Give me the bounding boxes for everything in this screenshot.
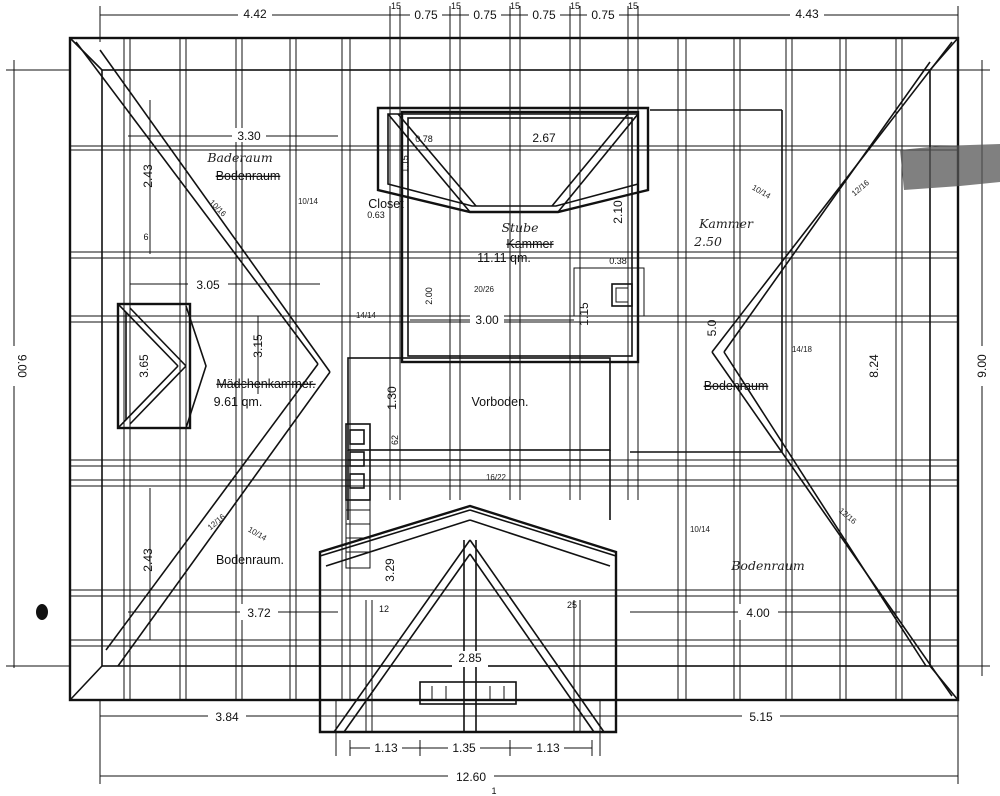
bottom-dormer: [318, 504, 618, 734]
room-stube-area: 11.11 qm.: [477, 251, 531, 265]
dim-left-height: 9.00: [15, 354, 29, 378]
dim-top-15-2: 15: [451, 1, 461, 11]
dim-305: 3.05: [196, 278, 220, 292]
dim-300: 3.00: [475, 313, 499, 327]
dim-25: 25: [567, 600, 577, 610]
dim-130: 1.30: [385, 386, 399, 410]
room-kammer-center: Kammer: [506, 237, 553, 251]
central-walls: [347, 109, 783, 520]
dim-243-bottom: 2.43: [141, 548, 155, 572]
left-dormer: [116, 302, 207, 430]
dim-top-075-3: 0.75: [532, 8, 556, 22]
dim-top-15-5: 15: [628, 1, 638, 11]
dim-top-075-2: 0.75: [473, 8, 497, 22]
room-closet: Closet: [368, 197, 404, 211]
top-dimension-chain: 4.42 15 0.75 15 0.75 15 0.75 15 0.75 15 …: [99, 1, 959, 42]
hip-rafters: [75, 41, 953, 697]
dim-62: 62: [390, 435, 400, 445]
dim-329: 3.29: [383, 558, 397, 582]
dim-gable-right: 1.13: [536, 741, 560, 755]
rafter-grid-horizontal: [70, 145, 958, 647]
beam-1216a: 12/16: [850, 178, 872, 198]
dim-gable-center: 1.35: [452, 741, 476, 755]
dim-bottom-left: 3.84: [215, 710, 239, 724]
dim-330: 3.30: [237, 129, 261, 143]
room-stube: Stube: [501, 220, 538, 235]
beam-labels: 10/16 10/14 20/26 14/14 10/14 12/16 14/1…: [206, 178, 872, 543]
room-maedchenkammer: Mädchenkammer.: [216, 377, 315, 391]
chimney-stack: [345, 423, 371, 569]
beam-1622: 16/22: [486, 473, 507, 482]
dim-115: 1.15: [400, 155, 410, 173]
beam-1014a: 10/14: [298, 197, 319, 206]
page-number: 1: [491, 786, 496, 796]
dim-overall-width: 12.60: [456, 770, 486, 784]
room-kammer-east: Kammer: [698, 216, 754, 231]
dim-285: 2.85: [458, 651, 482, 665]
dim-200: 2.00: [424, 287, 434, 305]
dim-top-075-4: 0.75: [591, 8, 615, 22]
dim-top-15-1: 15: [391, 1, 401, 11]
dim-267: 2.67: [532, 131, 556, 145]
dim-bottom-right: 5.15: [749, 710, 773, 724]
beam-1014c: 10/14: [246, 525, 268, 543]
dim-115b: 1.15: [577, 302, 591, 326]
dim-top-075-1: 0.75: [414, 8, 438, 22]
room-vorboden: Vorboden.: [472, 395, 529, 409]
dim-038: 0.38: [609, 256, 627, 266]
dim-372: 3.72: [247, 606, 271, 620]
beam-1014b: 10/14: [750, 183, 772, 201]
top-dormer: [376, 106, 650, 214]
dim-824: 8.24: [867, 354, 881, 378]
dim-243-top: 2.43: [141, 164, 155, 188]
dim-365: 3.65: [137, 354, 151, 378]
beam-1418: 14/18: [792, 345, 813, 354]
room-bodenraum-se: Bodenraum: [730, 558, 805, 573]
room-maedchen-area: 9.61 qm.: [214, 395, 263, 409]
dim-210: 2.10: [611, 200, 625, 224]
side-dimensions: 9.00 9.00: [4, 60, 992, 676]
room-bodenraum-sw: Bodenraum.: [216, 553, 284, 567]
paper-stains: [36, 144, 1000, 620]
dim-right-height: 9.00: [975, 354, 989, 378]
dim-400: 4.00: [746, 606, 770, 620]
dim-12: 12: [379, 604, 389, 614]
beam-2026: 20/26: [474, 285, 495, 294]
dim-6: 6: [143, 232, 148, 242]
roof-outline: [68, 36, 960, 702]
dim-top-left: 4.42: [243, 7, 267, 21]
room-bodenraum-nw: Bodenraum: [216, 169, 281, 183]
dim-top-right: 4.43: [795, 7, 819, 21]
dim-top-15-3: 15: [510, 1, 520, 11]
room-baderaum: Baderaum: [206, 150, 272, 165]
dim-078: 0.78: [415, 134, 433, 144]
dim-315: 3.15: [251, 334, 265, 358]
room-bodenraum-east: Bodenraum: [704, 379, 769, 393]
dim-gable-left: 1.13: [374, 741, 398, 755]
dim-50: 5.0: [705, 319, 719, 336]
dim-top-15-4: 15: [570, 1, 580, 11]
bottom-dimensions: 3.84 5.15 1.13 1.35 1.13 12.60 1: [99, 700, 959, 796]
room-labels: Baderaum Bodenraum Closet Stube Kammer 1…: [206, 150, 804, 573]
interior-dimensions: 3.30 2.43 6 3.05 3.15 3.65 2.43 3.72 0.7…: [128, 100, 900, 667]
dim-250: 2.50: [693, 234, 722, 249]
beam-1014d: 10/14: [690, 525, 711, 534]
dim-063: 0.63: [367, 210, 385, 220]
beam-1414: 14/14: [356, 311, 377, 320]
